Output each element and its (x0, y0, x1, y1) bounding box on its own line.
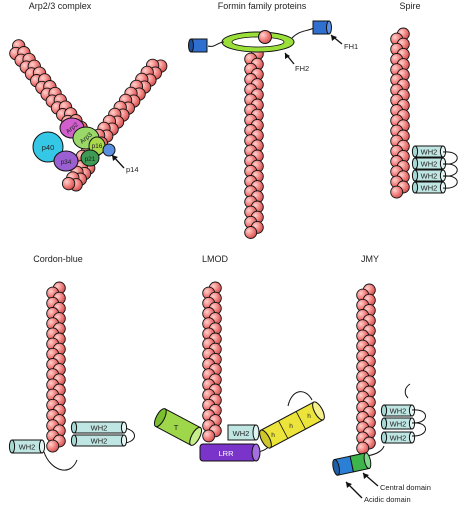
spire-linker-loop (442, 175, 458, 189)
acidic-domain-label: Acidic domain (364, 495, 411, 504)
wh2-domain: WH2 (411, 157, 447, 170)
central-domain-label: Central domain (380, 483, 431, 492)
wh2-label: WH2 (91, 424, 108, 433)
wh2-domain: WH2 (70, 434, 128, 447)
p40-label: p40 (42, 143, 55, 152)
fh2-arrowhead (285, 53, 290, 59)
p40-subunit (32, 131, 64, 163)
actin-subunit (202, 429, 216, 443)
p14-label: p14 (126, 165, 139, 174)
wh2-label: WH2 (390, 434, 407, 443)
title-cordon-blue: Cordon-blue (33, 254, 83, 264)
wh2-domain: WH2 (380, 404, 416, 417)
jmy-actin-filament (356, 283, 376, 455)
lmod-wh2-domain (227, 424, 260, 441)
p34-subunit (53, 150, 79, 172)
jmy-linker-loop (411, 422, 426, 437)
wh2-label: WH2 (390, 420, 407, 429)
cordon-linker-bottom (43, 451, 78, 471)
p34-label: p34 (61, 159, 72, 166)
wh2-domain: WH2 (8, 439, 46, 454)
wh2-label: WH2 (421, 148, 438, 157)
arp-complex: p40 Arp2 Arp3 p34 p16 p21 (32, 117, 116, 172)
spire-actin-filament (390, 27, 410, 199)
title-arp23: Arp2/3 complex (29, 1, 92, 11)
jmy-linker-top (404, 383, 411, 399)
p14-subunit (102, 143, 116, 157)
panel-formin: Formin family proteins FH1 FH2 (188, 1, 358, 239)
wh2-label: WH2 (421, 172, 438, 181)
wh2-domain: WH2 (411, 169, 447, 182)
actin-subunit (244, 226, 258, 239)
wh2-label: WH2 (390, 407, 407, 416)
lmod-h3-label: h (307, 413, 311, 420)
lmod-lrr-domain (199, 443, 261, 462)
lmod-h1-label: h (271, 432, 275, 439)
lmod-helix (259, 401, 325, 449)
jmy-ca-cylinder (332, 452, 372, 476)
acidic-arrowhead (346, 482, 352, 488)
wh2-domain: WH2 (70, 421, 128, 434)
wh2-domain: WH2 (380, 431, 416, 444)
title-lmod: LMOD (202, 254, 229, 264)
fh2-label: FH2 (295, 64, 309, 73)
wh2-label: WH2 (91, 437, 108, 446)
wh2-domain: WH2 (380, 417, 416, 430)
actin-subunit (61, 176, 76, 191)
fh2-ring-hole (231, 36, 285, 48)
arp-actin-filaments (9, 39, 168, 192)
wh2-domain: WH2 (411, 181, 447, 194)
lmod-t-helix (153, 408, 203, 446)
title-spire: Spire (399, 1, 420, 11)
wh2-label: WH2 (421, 160, 438, 169)
title-formin: Formin family proteins (218, 1, 307, 11)
p21-subunit (80, 149, 100, 167)
lmod-h2-label: h (289, 423, 293, 430)
central-arrowhead (363, 473, 369, 479)
fh1-tether-left (207, 41, 225, 47)
panel-lmod: LMOD T LRR WH2 h (153, 254, 325, 462)
actin-subunit (390, 185, 404, 199)
lmod-wh2-label: WH2 (233, 429, 250, 438)
actin-subunit (46, 439, 60, 453)
fh1-label: FH1 (344, 42, 358, 51)
cordon-actin-filament (46, 281, 66, 453)
wh2-domain: WH2 (411, 145, 447, 158)
lmod-t-label: T (174, 423, 179, 432)
panel-arp23: Arp2/3 complex p40 Arp2 Arp3 p34 p16 p21… (9, 1, 168, 192)
title-jmy: JMY (361, 254, 379, 264)
lmod-actin-filament (202, 281, 222, 443)
formin-actin-filament (244, 47, 264, 239)
actin-subunit (356, 441, 370, 455)
fh1-tether-right (291, 27, 315, 39)
wh2-label: WH2 (421, 184, 438, 193)
p14-arrowhead (112, 155, 118, 161)
fh1-arrowhead (331, 35, 337, 41)
wh2-label: WH2 (19, 443, 36, 452)
cordon-linker-loop (123, 427, 135, 444)
lmod-lrr-label: LRR (218, 449, 234, 458)
actin-subunit-on-ring (258, 30, 272, 44)
fh1-cylinder-right (312, 20, 332, 35)
lmod-linker-top (287, 391, 313, 407)
fh1-cylinder-left (188, 38, 208, 53)
p21-label: p21 (85, 156, 96, 163)
p16-label: p16 (92, 143, 103, 150)
